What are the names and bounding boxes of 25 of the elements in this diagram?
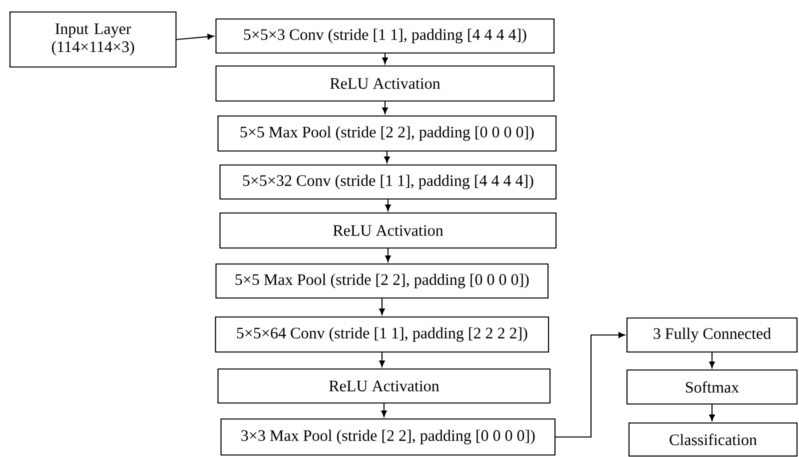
layer-box: ReLU Activation xyxy=(215,65,555,102)
arrow xyxy=(379,298,385,315)
arrow xyxy=(385,200,391,212)
arrow xyxy=(381,404,387,418)
layer-box: ReLU Activation xyxy=(219,212,557,249)
layer-box: ReLU Activation xyxy=(217,368,551,404)
arrow xyxy=(382,102,388,114)
layer-box: 3 Fully Connected xyxy=(626,317,798,353)
arrow xyxy=(176,34,214,40)
layer-box: 3×3 Max Pool (stride [2 2], padding [0 0 0 0]) xyxy=(220,418,556,456)
arrow xyxy=(382,54,388,64)
layer-box: Classification xyxy=(628,422,798,457)
layer-box: 5×5×32 Conv (stride [1 1], padding [4 4 4 4]) xyxy=(219,164,557,200)
layer-box: Input Layer (114×114×3) xyxy=(9,11,177,68)
layer-box: Softmax xyxy=(626,369,798,405)
layer-box: 5×5 Max Pool (stride [2 2], padding [0 0 0 0]) xyxy=(215,263,549,299)
layer-box: 5×5×3 Conv (stride [1 1], padding [4 4 4 4]) xyxy=(215,18,555,54)
arrow xyxy=(379,352,385,368)
arrow xyxy=(385,248,391,262)
arrow xyxy=(384,152,390,163)
arrow xyxy=(709,404,715,422)
layer-box: 5×5 Max Pool (stride [2 2], padding [0 0 0 0]) xyxy=(217,115,557,152)
arrow xyxy=(709,352,715,368)
layer-box: 5×5×64 Conv (stride [1 1], padding [2 2 2 2]) xyxy=(214,316,550,353)
arrow xyxy=(556,332,626,438)
